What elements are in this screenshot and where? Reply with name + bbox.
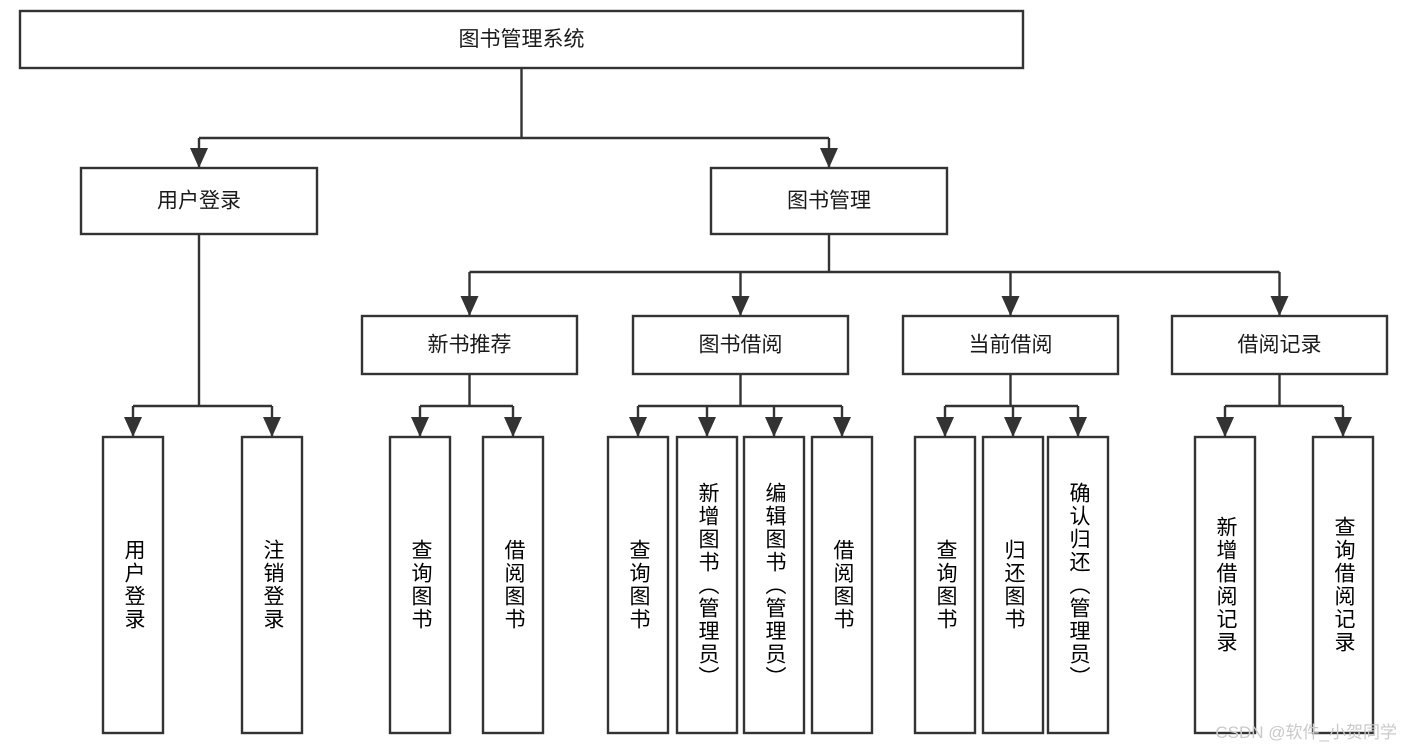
node-label-wrap-leaf-edit-book: 编辑图书（管理员） [763, 481, 786, 689]
arrow-head [698, 417, 716, 437]
node-leaf-add-book[interactable]: 新增图书（管理员） [675, 435, 739, 735]
node-box-book-borrow [631, 314, 850, 376]
node-label-leaf-query-book-borrow: 查询图书 [627, 539, 650, 631]
node-box-leaf-add-book [675, 435, 739, 735]
nodes-layer: 图书管理系统用户登录图书管理新书推荐图书借阅当前借阅借阅记录用户登录注销登录查询… [18, 9, 1389, 735]
node-leaf-confirm-return[interactable]: 确认归还（管理员） [1046, 435, 1110, 735]
node-box-leaf-query-book-recommend [388, 435, 452, 735]
arrow-head [263, 417, 281, 437]
edges-layer [124, 68, 1352, 437]
node-box-leaf-query-book-borrow [606, 435, 670, 735]
node-label-root: 图书管理系统 [459, 28, 585, 51]
node-label-leaf-query-book-recommend: 查询图书 [409, 539, 432, 631]
node-label-book-borrow: 图书借阅 [699, 334, 783, 357]
node-leaf-query-book-borrow[interactable]: 查询图书 [606, 435, 670, 735]
node-new-book-recommend[interactable]: 新书推荐 [360, 314, 579, 376]
node-box-current-borrow [901, 314, 1120, 376]
arrow-head [1004, 417, 1022, 437]
arrow-head [765, 417, 783, 437]
node-label-wrap-leaf-add-book: 新增图书（管理员） [696, 481, 719, 689]
node-root[interactable]: 图书管理系统 [18, 9, 1025, 70]
arrow-head [1001, 296, 1020, 316]
node-label-current-borrow: 当前借阅 [969, 334, 1053, 357]
node-book-borrow[interactable]: 图书借阅 [631, 314, 850, 376]
node-leaf-add-borrow-record[interactable]: 新增借阅记录 [1193, 435, 1257, 735]
node-label-leaf-return-book: 归还图书 [1002, 539, 1025, 631]
arrow-head [1069, 417, 1087, 437]
node-leaf-user-login[interactable]: 用户登录 [101, 435, 165, 735]
node-leaf-borrow-book-recommend[interactable]: 借阅图书 [481, 435, 545, 735]
node-label-book-management: 图书管理 [787, 190, 871, 213]
node-label-leaf-confirm-return: 确认归还（管理员） [1067, 481, 1090, 689]
node-leaf-edit-book[interactable]: 编辑图书（管理员） [742, 435, 806, 735]
arrow-head [190, 148, 208, 168]
node-label-wrap-leaf-return-book: 归还图书 [1002, 539, 1025, 631]
node-box-new-book-recommend [360, 314, 579, 376]
node-label-leaf-query-borrow-record: 查询借阅记录 [1332, 516, 1355, 654]
node-user-login[interactable]: 用户登录 [79, 166, 319, 236]
csdn-watermark: CSDN @软件_小贺同学 [1215, 723, 1397, 742]
node-box-root [18, 9, 1025, 70]
arrow-head [504, 417, 522, 437]
node-label-wrap-leaf-query-book-borrow: 查询图书 [627, 539, 650, 631]
arrow-head [411, 417, 429, 437]
arrow-head [1270, 296, 1289, 316]
node-box-book-management [709, 166, 949, 236]
node-label-user-login: 用户登录 [157, 190, 241, 213]
node-borrow-record[interactable]: 借阅记录 [1170, 314, 1389, 376]
node-current-borrow[interactable]: 当前借阅 [901, 314, 1120, 376]
arrow-head [1334, 417, 1352, 437]
node-label-wrap-leaf-query-borrow-record: 查询借阅记录 [1332, 516, 1355, 654]
node-box-leaf-confirm-return [1046, 435, 1110, 735]
node-box-leaf-user-login [101, 435, 165, 735]
node-label-borrow-record: 借阅记录 [1238, 334, 1322, 357]
arrow-head [936, 417, 954, 437]
node-leaf-borrow-book[interactable]: 借阅图书 [810, 435, 874, 735]
node-label-leaf-user-login: 用户登录 [122, 539, 145, 631]
node-label-wrap-leaf-borrow-book-recommend: 借阅图书 [502, 539, 525, 631]
node-leaf-return-book[interactable]: 归还图书 [981, 435, 1045, 735]
node-leaf-query-borrow-record[interactable]: 查询借阅记录 [1311, 435, 1375, 735]
node-leaf-query-book-recommend[interactable]: 查询图书 [388, 435, 452, 735]
node-label-leaf-query-book-current: 查询图书 [934, 539, 957, 631]
node-box-leaf-user-logout [240, 435, 304, 735]
arrow-head [833, 417, 851, 437]
node-label-wrap-leaf-confirm-return: 确认归还（管理员） [1067, 481, 1090, 689]
node-box-user-login [79, 166, 319, 236]
node-leaf-query-book-current[interactable]: 查询图书 [913, 435, 977, 735]
arrow-head [1216, 417, 1234, 437]
node-label-wrap-leaf-query-book-recommend: 查询图书 [409, 539, 432, 631]
node-label-wrap-leaf-add-borrow-record: 新增借阅记录 [1214, 516, 1237, 654]
node-label-wrap-leaf-user-logout: 注销登录 [261, 539, 284, 631]
arrow-head [731, 296, 750, 316]
node-box-leaf-borrow-book-recommend [481, 435, 545, 735]
arrow-head [820, 148, 838, 168]
node-label-new-book-recommend: 新书推荐 [428, 334, 512, 357]
node-label-wrap-leaf-user-login: 用户登录 [122, 539, 145, 631]
node-label-wrap-leaf-borrow-book: 借阅图书 [831, 539, 854, 631]
node-box-leaf-return-book [981, 435, 1045, 735]
node-label-leaf-borrow-book: 借阅图书 [831, 539, 854, 631]
arrow-head [124, 417, 142, 437]
node-box-leaf-borrow-book [810, 435, 874, 735]
node-label-leaf-add-borrow-record: 新增借阅记录 [1214, 516, 1237, 654]
node-box-leaf-query-book-current [913, 435, 977, 735]
node-label-leaf-borrow-book-recommend: 借阅图书 [502, 539, 525, 631]
node-box-leaf-query-borrow-record [1311, 435, 1375, 735]
node-label-leaf-user-logout: 注销登录 [261, 539, 284, 631]
arrow-head [460, 296, 479, 316]
node-label-leaf-edit-book: 编辑图书（管理员） [763, 481, 786, 689]
arrow-head [629, 417, 647, 437]
node-leaf-user-logout[interactable]: 注销登录 [240, 435, 304, 735]
node-box-leaf-edit-book [742, 435, 806, 735]
node-book-management[interactable]: 图书管理 [709, 166, 949, 236]
node-box-leaf-add-borrow-record [1193, 435, 1257, 735]
node-label-wrap-leaf-query-book-current: 查询图书 [934, 539, 957, 631]
node-label-leaf-add-book: 新增图书（管理员） [696, 481, 719, 689]
node-box-borrow-record [1170, 314, 1389, 376]
